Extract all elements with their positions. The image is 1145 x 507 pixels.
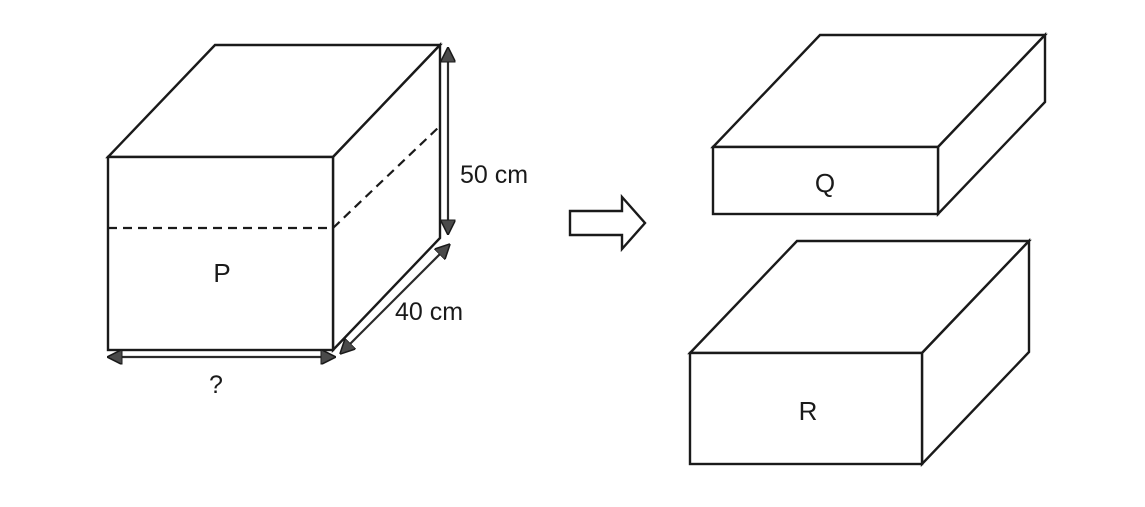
height-dimension: 50 cm — [448, 50, 528, 232]
block-p-cut-line-side — [332, 125, 441, 229]
right-arrow-icon — [568, 193, 647, 253]
block-q-label: Q — [815, 168, 835, 198]
depth-dimension-label: 40 cm — [395, 298, 463, 326]
block-r-label: R — [799, 396, 818, 426]
block-p-front-face — [106, 155, 335, 352]
width-dimension-label: ? — [209, 371, 223, 399]
height-dimension-label: 50 cm — [460, 161, 528, 189]
block-p: P — [105, 42, 443, 353]
block-q-front-face — [711, 145, 940, 216]
block-r-front-face — [688, 351, 924, 466]
block-r: R — [687, 238, 1032, 467]
block-p-label: P — [213, 258, 230, 288]
depth-dimension: 40 cm — [342, 246, 463, 352]
depth-dimension-arrow — [342, 246, 448, 352]
width-dimension: ? — [110, 357, 333, 399]
block-q: Q — [710, 32, 1048, 217]
